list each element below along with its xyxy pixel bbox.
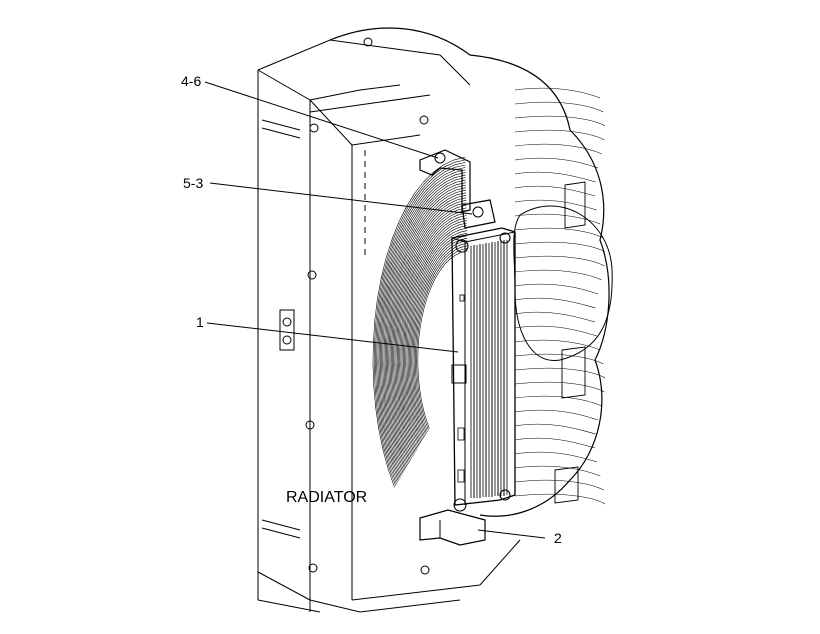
shroud-wire-line: [402, 220, 467, 448]
shroud-wire-line: [514, 241, 606, 253]
radiator-housing: [257, 37, 521, 613]
shroud-wire-line: [389, 192, 467, 466]
upper-bracket: [419, 149, 471, 213]
radiator-label: RADIATOR: [286, 489, 367, 506]
shroud-wire-line: [375, 162, 466, 485]
shroud-wire-line: [380, 172, 466, 478]
shroud-wire-line: [393, 200, 467, 461]
shroud-wire-line: [386, 184, 466, 470]
shroud-wire-line: [415, 245, 468, 432]
shroud-wire-line: [392, 197, 467, 463]
shroud-wire-line: [388, 189, 466, 467]
shroud-wire-line: [407, 230, 467, 442]
shroud-wire-line: [409, 232, 468, 440]
callout-1: 1: [196, 314, 204, 330]
shroud-wire-line: [514, 157, 599, 169]
shroud-wire-line: [383, 179, 466, 474]
shroud-wire-line: [514, 395, 602, 407]
shroud-wire-line: [395, 205, 467, 458]
shroud-wire-line: [514, 353, 604, 365]
oil-cooler: [451, 199, 516, 512]
shroud-wire-line: [514, 269, 602, 281]
shroud-wire-line: [514, 143, 602, 155]
shroud-wire-line: [514, 367, 606, 379]
shroud-wire-line: [514, 213, 601, 225]
fan-shroud: [329, 27, 613, 517]
shroud-wire-line: [382, 177, 466, 475]
lower-bracket: [419, 509, 486, 546]
shroud-wire-line: [412, 240, 468, 436]
shroud-wire-line: [514, 423, 596, 435]
callout-2: 2: [554, 530, 562, 546]
shroud-wire-line: [514, 297, 596, 309]
shroud-wire-line: [514, 479, 604, 491]
shroud-wire-line: [381, 174, 466, 477]
leader-line-4-6: [204, 81, 439, 159]
shroud-wire-line: [400, 215, 467, 451]
shroud-wire-line: [394, 202, 467, 459]
shroud-wire-line: [514, 255, 605, 267]
shroud-wire-line: [390, 195, 467, 464]
shroud-wire-line: [416, 248, 468, 431]
shroud-wire-line: [514, 115, 606, 127]
shroud-wire-line: [514, 339, 601, 351]
shroud-wire-line: [514, 171, 596, 183]
shroud-wire-line: [514, 325, 597, 337]
labels: 4-6 5-3 1 2 RADIATOR: [181, 73, 562, 546]
shroud-wire-line: [514, 283, 599, 295]
shroud-wire-line: [405, 225, 467, 445]
shroud-wire-line: [404, 222, 467, 447]
shroud-wire-line: [514, 227, 604, 239]
shroud-wire-line: [514, 311, 596, 323]
shroud-wire-line: [396, 207, 467, 456]
shroud-wire-line: [514, 381, 605, 393]
shroud-wire-line: [372, 157, 466, 488]
shroud-wire-line: [514, 129, 605, 141]
leader-line-2: [477, 529, 546, 539]
shroud-wire-line: [514, 437, 596, 449]
shroud-wire-line: [514, 87, 601, 99]
shroud-wire-line: [417, 250, 468, 429]
callout-5-3: 5-3: [183, 175, 203, 191]
shroud-wire-line: [514, 493, 606, 505]
shroud-wire-line: [413, 243, 468, 434]
shroud-wire-line: [514, 465, 601, 477]
shroud-wire-line: [514, 409, 599, 421]
shroud-wire-line: [377, 167, 466, 482]
shroud-wire-line: [514, 451, 598, 463]
shroud-wire-line: [514, 185, 596, 197]
shroud-wire-line: [376, 164, 466, 483]
shroud-wire-line: [514, 101, 604, 113]
leader-line-5-3: [209, 182, 473, 215]
shroud-wire-line: [514, 199, 597, 211]
shroud-wire-line: [384, 182, 466, 472]
shroud-wire-line: [401, 217, 467, 450]
callout-4-6: 4-6: [181, 73, 201, 89]
shroud-wire-line: [410, 235, 468, 439]
leader-line-1: [206, 322, 459, 353]
leader-lines: [204, 81, 546, 539]
shroud-wire-line: [387, 187, 466, 469]
shroud-wire-line: [411, 238, 468, 437]
shroud-wire-line: [378, 169, 466, 480]
